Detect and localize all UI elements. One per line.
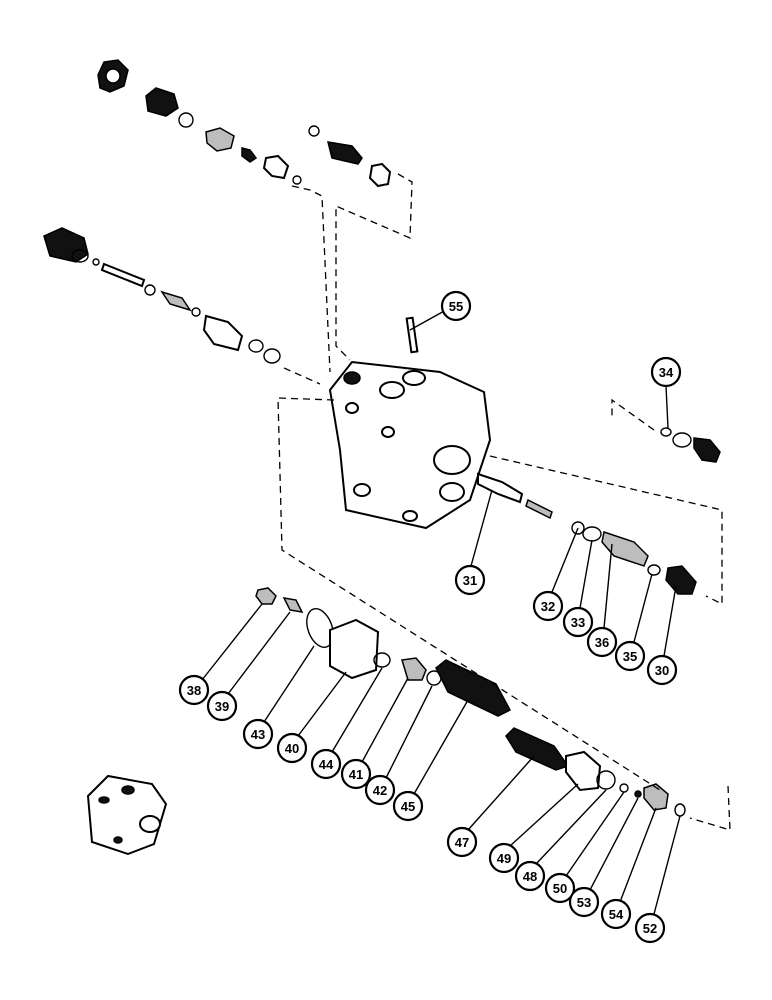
svg-text:45: 45 (401, 799, 415, 814)
callout-45: 45 (392, 790, 424, 822)
svg-text:53: 53 (577, 895, 591, 910)
svg-text:42: 42 (373, 783, 387, 798)
svg-text:38: 38 (187, 683, 201, 698)
svg-text:48: 48 (523, 869, 537, 884)
callout-54: 54 (600, 898, 632, 930)
inset-valve-body (86, 774, 168, 856)
svg-text:40: 40 (285, 741, 299, 756)
callout-33: 33 (562, 606, 594, 638)
svg-text:41: 41 (349, 767, 363, 782)
callout-55: 55 (440, 290, 472, 322)
right-spring-assembly (477, 427, 721, 595)
left-spool-assembly (43, 227, 281, 364)
svg-text:35: 35 (623, 649, 637, 664)
svg-text:43: 43 (251, 727, 265, 742)
callout-39: 39 (206, 690, 238, 722)
callout-48: 48 (514, 860, 546, 892)
svg-text:55: 55 (449, 299, 463, 314)
svg-text:36: 36 (595, 635, 609, 650)
callout-49: 49 (488, 842, 520, 874)
top-valve-assembly (97, 59, 392, 188)
svg-text:34: 34 (659, 365, 674, 380)
callout-32: 32 (532, 590, 564, 622)
svg-text:52: 52 (643, 921, 657, 936)
callout-40: 40 (276, 732, 308, 764)
callout-52: 52 (634, 912, 666, 944)
callout-50: 50 (544, 872, 576, 904)
callout-41: 41 (340, 758, 372, 790)
callout-42: 42 (364, 774, 396, 806)
svg-text:39: 39 (215, 699, 229, 714)
assembly-dashed-lines (277, 173, 731, 831)
svg-text:54: 54 (609, 907, 624, 922)
svg-text:50: 50 (553, 881, 567, 896)
callout-44: 44 (310, 748, 342, 780)
lower-parts-assembly (255, 587, 686, 817)
svg-text:44: 44 (319, 757, 334, 772)
svg-text:33: 33 (571, 615, 585, 630)
callout-31: 31 (454, 564, 486, 596)
valve-body (328, 316, 492, 530)
svg-text:47: 47 (455, 835, 469, 850)
callout-38: 38 (178, 674, 210, 706)
svg-text:32: 32 (541, 599, 555, 614)
svg-text:30: 30 (655, 663, 669, 678)
callout-43: 43 (242, 718, 274, 750)
svg-text:49: 49 (497, 851, 511, 866)
callouts: 55 34 31 32 33 36 35 30 38 39 43 40 44 4… (178, 290, 682, 944)
svg-text:31: 31 (463, 573, 477, 588)
callout-53: 53 (568, 886, 600, 918)
callout-35: 35 (614, 640, 646, 672)
callout-34: 34 (650, 356, 682, 388)
callout-47: 47 (446, 826, 478, 858)
callout-30: 30 (646, 654, 678, 686)
callout-36: 36 (586, 626, 618, 658)
